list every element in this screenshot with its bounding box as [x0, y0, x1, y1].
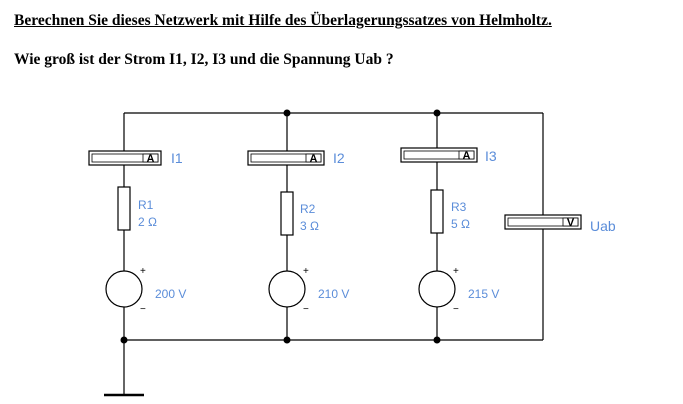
branch-1: A I1 R1 2 Ω + − 200 V	[88, 113, 186, 340]
ammeter-2-letter: A	[310, 153, 318, 165]
resistor-r1-value: 2 Ω	[138, 215, 157, 229]
voltage-label-uab: Uab	[590, 218, 616, 234]
voltage-source-1	[105, 270, 143, 308]
source-1-plus: +	[140, 266, 146, 277]
resistor-r2-value: 3 Ω	[300, 219, 319, 233]
source-2-plus: +	[303, 266, 309, 277]
branch-2: A I2 R2 3 Ω + − 210 V	[247, 113, 349, 340]
source-3-minus: −	[453, 304, 459, 315]
resistor-r3	[430, 189, 444, 234]
resistor-r3-name: R3	[451, 200, 467, 214]
ammeter-2: A	[247, 150, 325, 166]
source-3-value: 215 V	[468, 287, 499, 301]
exercise-title: Berechnen Sie dieses Netzwerk mit Hilfe …	[14, 12, 552, 29]
source-2-value: 210 V	[318, 287, 349, 301]
ammeter-1-letter: A	[147, 153, 155, 165]
ammeter-1: A	[88, 150, 162, 166]
junction-node	[433, 109, 441, 117]
ammeter-3: A	[400, 147, 478, 163]
voltage-source-2	[268, 270, 306, 308]
resistor-r2	[280, 191, 294, 236]
current-label-i1: I1	[171, 150, 183, 166]
junction-node	[433, 336, 441, 344]
resistor-r2-name: R2	[300, 202, 316, 216]
voltmeter-letter: V	[567, 217, 575, 229]
voltmeter: V	[504, 214, 582, 230]
resistor-r1	[117, 186, 131, 231]
branch-3: A I3 R3 5 Ω + − 215 V	[400, 113, 499, 340]
junction-node	[120, 336, 128, 344]
source-1-minus: −	[140, 304, 146, 315]
exercise-question: Wie groß ist der Strom I1, I2, I3 und di…	[14, 51, 394, 68]
source-2-minus: −	[303, 304, 309, 315]
junction-node	[283, 336, 291, 344]
current-label-i3: I3	[485, 148, 497, 164]
resistor-r1-name: R1	[138, 198, 154, 212]
junction-node	[283, 109, 291, 117]
source-3-plus: +	[453, 266, 459, 277]
source-1-value: 200 V	[155, 287, 186, 301]
current-label-i2: I2	[333, 150, 345, 166]
resistor-r3-value: 5 Ω	[451, 217, 470, 231]
voltage-source-3	[418, 270, 456, 308]
ammeter-3-letter: A	[463, 150, 471, 162]
